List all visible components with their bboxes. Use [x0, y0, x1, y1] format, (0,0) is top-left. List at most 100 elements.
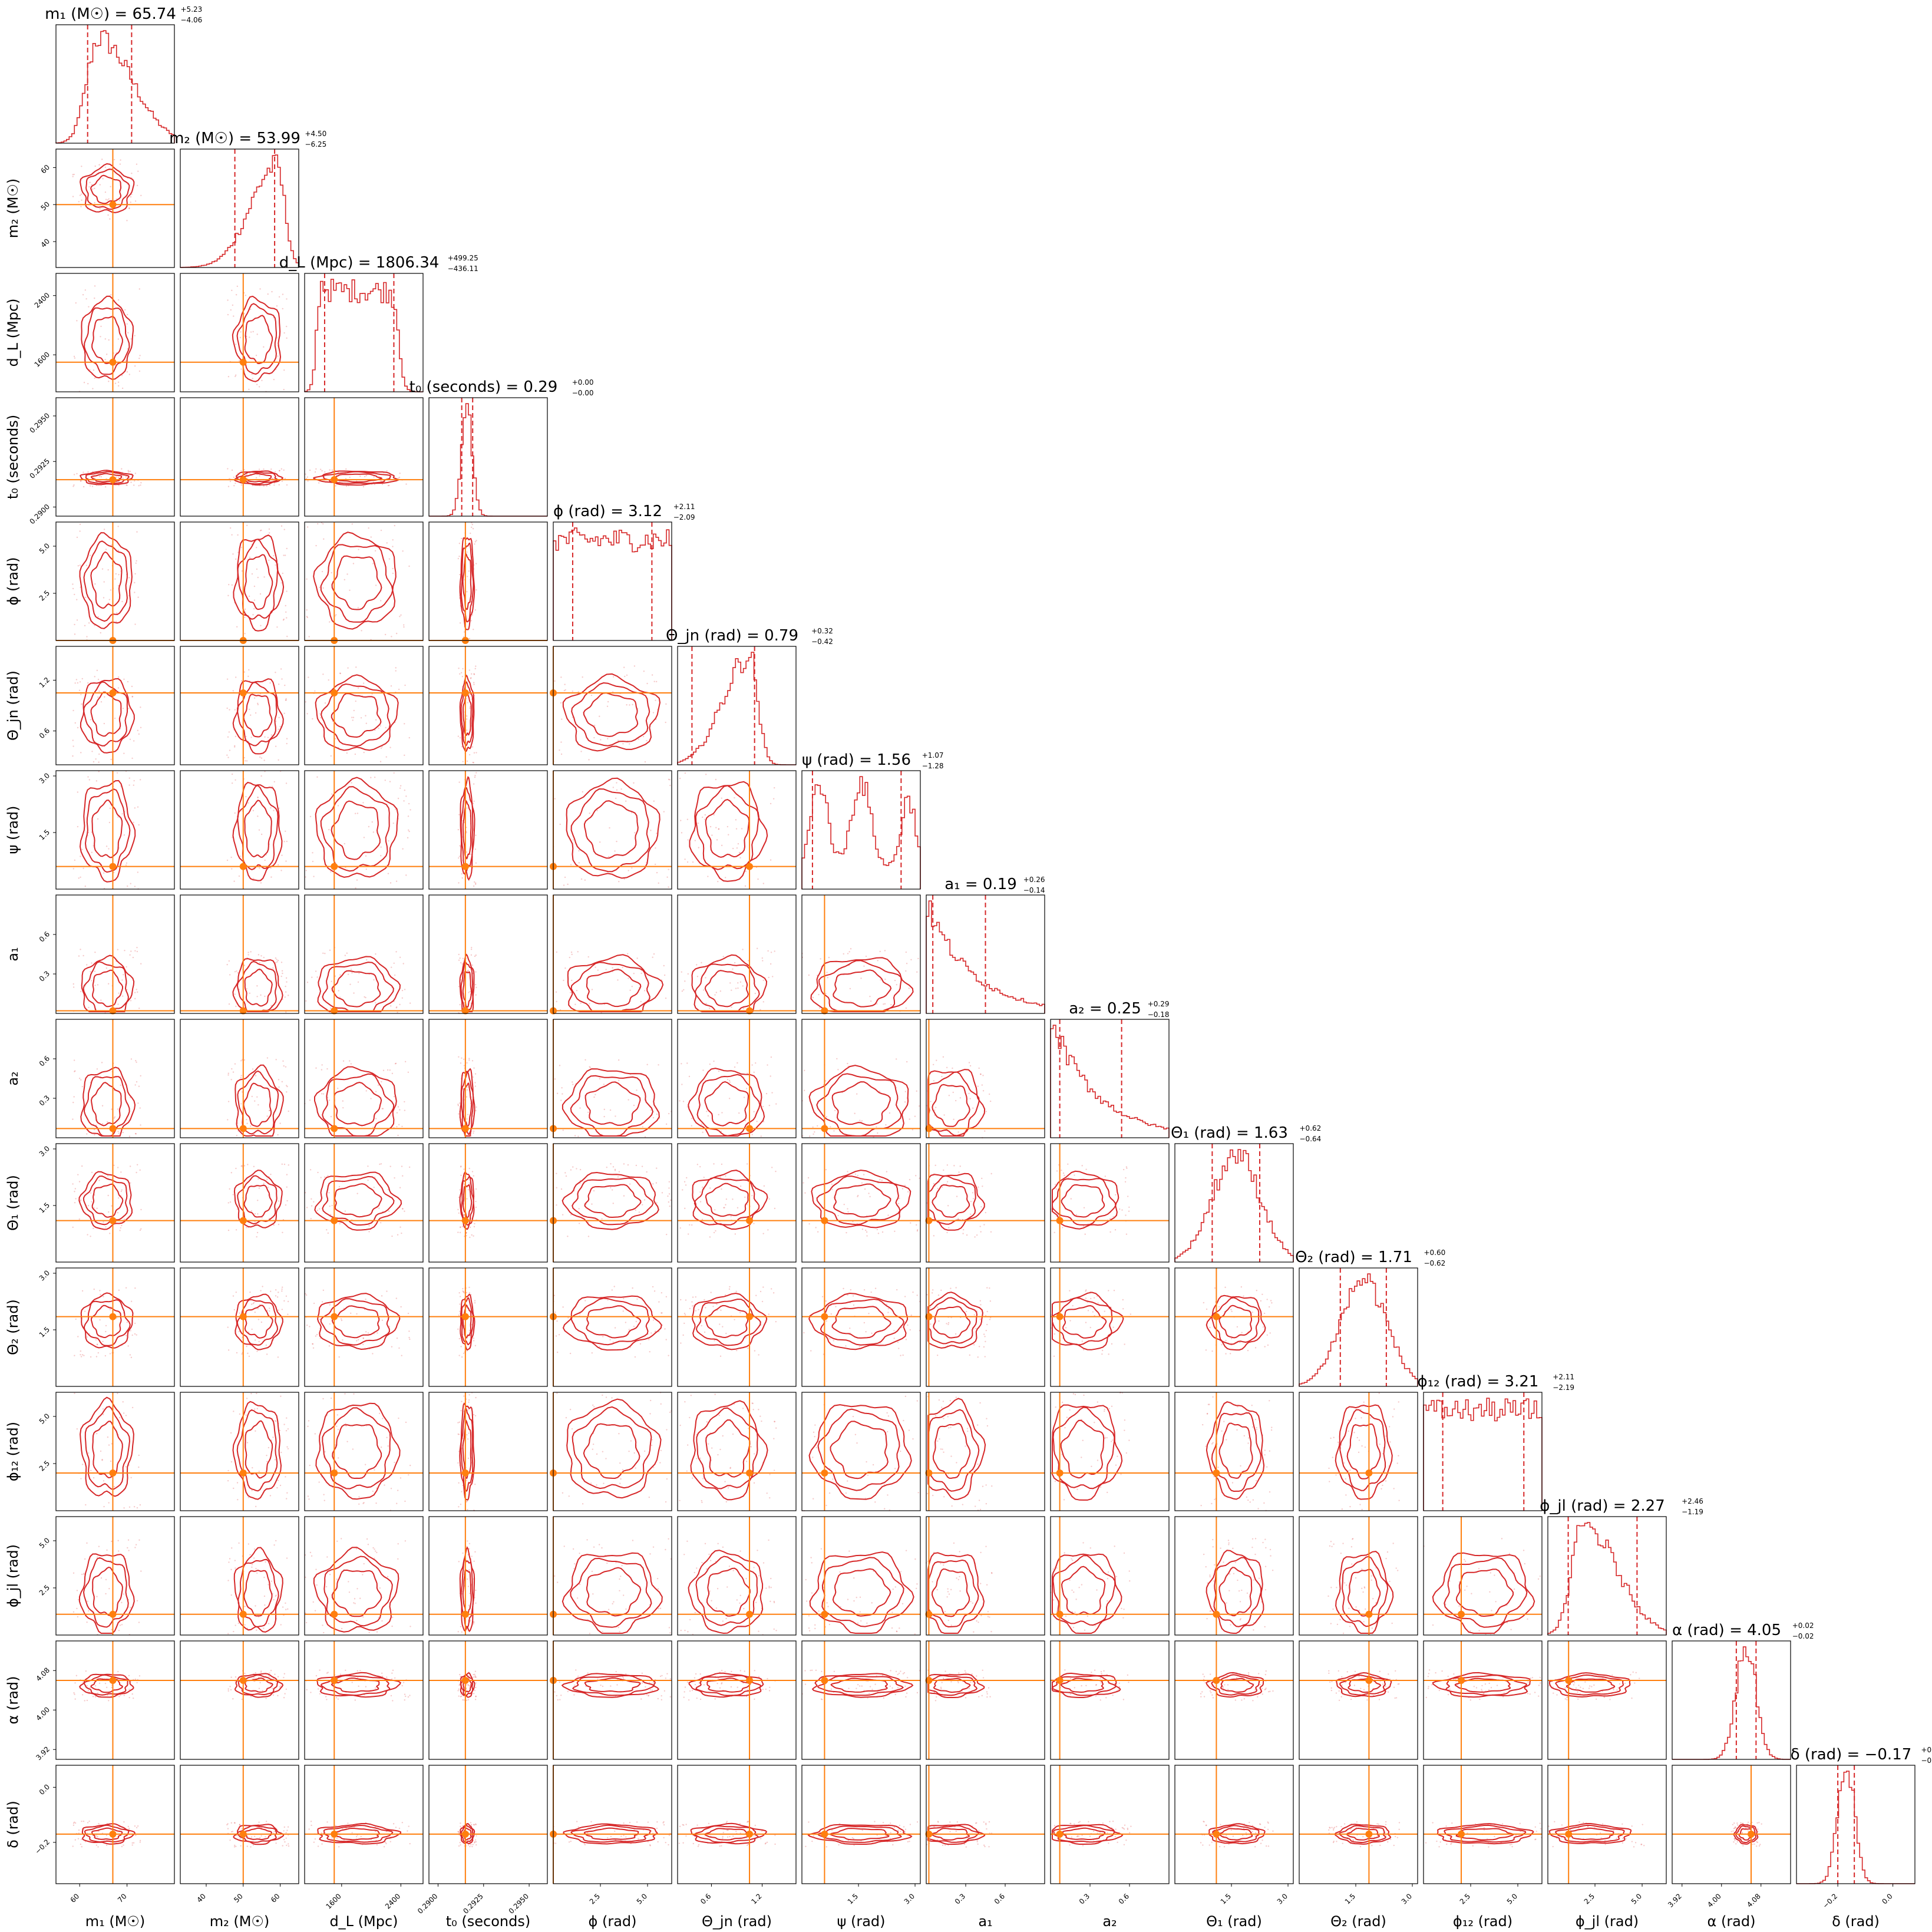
sample-point	[1122, 1299, 1124, 1301]
sample-point	[263, 1183, 265, 1184]
sample-point	[134, 480, 136, 482]
sample-point	[950, 1426, 952, 1428]
sample-point	[96, 1596, 98, 1597]
sample-point	[231, 1547, 233, 1549]
sample-point	[286, 635, 288, 638]
sample-point	[651, 674, 653, 676]
sample-point	[1398, 1401, 1399, 1403]
sample-point	[735, 819, 737, 821]
sample-point	[857, 1195, 858, 1198]
sample-point	[73, 355, 75, 358]
sample-point	[395, 1297, 397, 1299]
sample-point	[655, 847, 656, 849]
sample-point	[226, 678, 229, 680]
sample-point	[465, 1235, 467, 1237]
sample-point	[72, 583, 74, 585]
sample-point	[329, 1214, 332, 1216]
sample-point	[270, 1290, 272, 1292]
sample-point	[656, 1113, 658, 1115]
sample-point	[331, 793, 333, 795]
sample-point	[916, 1294, 918, 1296]
sample-point	[715, 827, 717, 828]
sample-point	[306, 616, 309, 619]
sample-point	[1125, 1166, 1128, 1168]
contour-level-2	[84, 788, 131, 873]
sample-point	[104, 1355, 107, 1357]
sample-point	[812, 1126, 814, 1128]
sample-point	[80, 693, 82, 695]
sample-point	[620, 1478, 622, 1480]
sample-point	[1061, 1401, 1064, 1403]
sample-point	[125, 1287, 127, 1289]
sample-point	[80, 206, 82, 207]
sample-point	[320, 716, 322, 719]
sample-point	[762, 1105, 764, 1108]
sample-point	[395, 1062, 397, 1065]
sample-point	[555, 1335, 557, 1337]
sample-point	[78, 1181, 81, 1183]
sample-point	[462, 761, 464, 762]
sample-point	[461, 1401, 463, 1402]
sample-point	[1097, 1401, 1099, 1403]
sample-point	[663, 811, 665, 813]
sample-point	[252, 1303, 254, 1304]
sample-point	[756, 1121, 758, 1122]
contour-level-2	[83, 1299, 131, 1346]
sample-point	[99, 208, 101, 210]
sample-point	[940, 1448, 942, 1450]
sample-point	[368, 1632, 370, 1634]
sample-point	[81, 166, 82, 167]
sample-point	[937, 1294, 940, 1296]
sample-point	[463, 1058, 465, 1061]
contour-panel-a1-a2	[925, 1019, 1045, 1139]
sample-point	[773, 1438, 775, 1439]
y-tick-label: 1.2	[38, 676, 51, 689]
histogram-t0	[429, 403, 547, 517]
sample-point	[341, 1319, 343, 1322]
sample-point	[133, 1506, 136, 1508]
sample-point	[125, 864, 127, 866]
sample-point	[113, 1485, 115, 1488]
sample-point	[1115, 1576, 1118, 1577]
sample-point	[606, 705, 609, 707]
sample-point	[457, 735, 460, 737]
truth-marker	[239, 863, 247, 870]
sample-point	[82, 486, 85, 488]
sample-point	[461, 1356, 463, 1358]
sample-point	[610, 1187, 612, 1188]
title-lower-theta2: −0.62	[1424, 1259, 1446, 1267]
sample-point	[278, 728, 279, 731]
sample-point	[870, 1291, 872, 1293]
sample-point	[105, 199, 107, 200]
sample-point	[246, 1118, 247, 1121]
sample-point	[404, 1500, 406, 1502]
sample-point	[305, 1576, 306, 1578]
truth-marker	[331, 1007, 338, 1015]
sample-point	[229, 1188, 230, 1190]
sample-point	[140, 963, 142, 965]
sample-point	[752, 1402, 754, 1405]
sample-point	[465, 1231, 467, 1234]
sample-point	[1432, 1624, 1434, 1626]
sample-point	[108, 1588, 110, 1590]
sample-point	[1053, 1333, 1056, 1335]
sample-point	[101, 1105, 104, 1107]
sample-point	[1064, 1174, 1065, 1177]
sample-point	[680, 820, 682, 821]
sample-point	[229, 709, 230, 711]
sample-point	[667, 1195, 669, 1197]
sample-point	[1231, 1310, 1233, 1312]
sample-point	[765, 1092, 768, 1095]
panel-frame	[55, 1019, 175, 1138]
sample-point	[901, 1188, 904, 1190]
sample-point	[107, 1121, 108, 1123]
sample-point	[130, 1477, 132, 1479]
sample-point	[136, 1081, 138, 1083]
sample-point	[1361, 1508, 1363, 1511]
sample-point	[100, 475, 102, 478]
sample-point	[1056, 1567, 1058, 1569]
contour-level-1	[583, 692, 639, 737]
sample-point	[275, 1208, 278, 1210]
sample-point	[269, 1495, 272, 1497]
sample-point	[468, 1399, 470, 1401]
